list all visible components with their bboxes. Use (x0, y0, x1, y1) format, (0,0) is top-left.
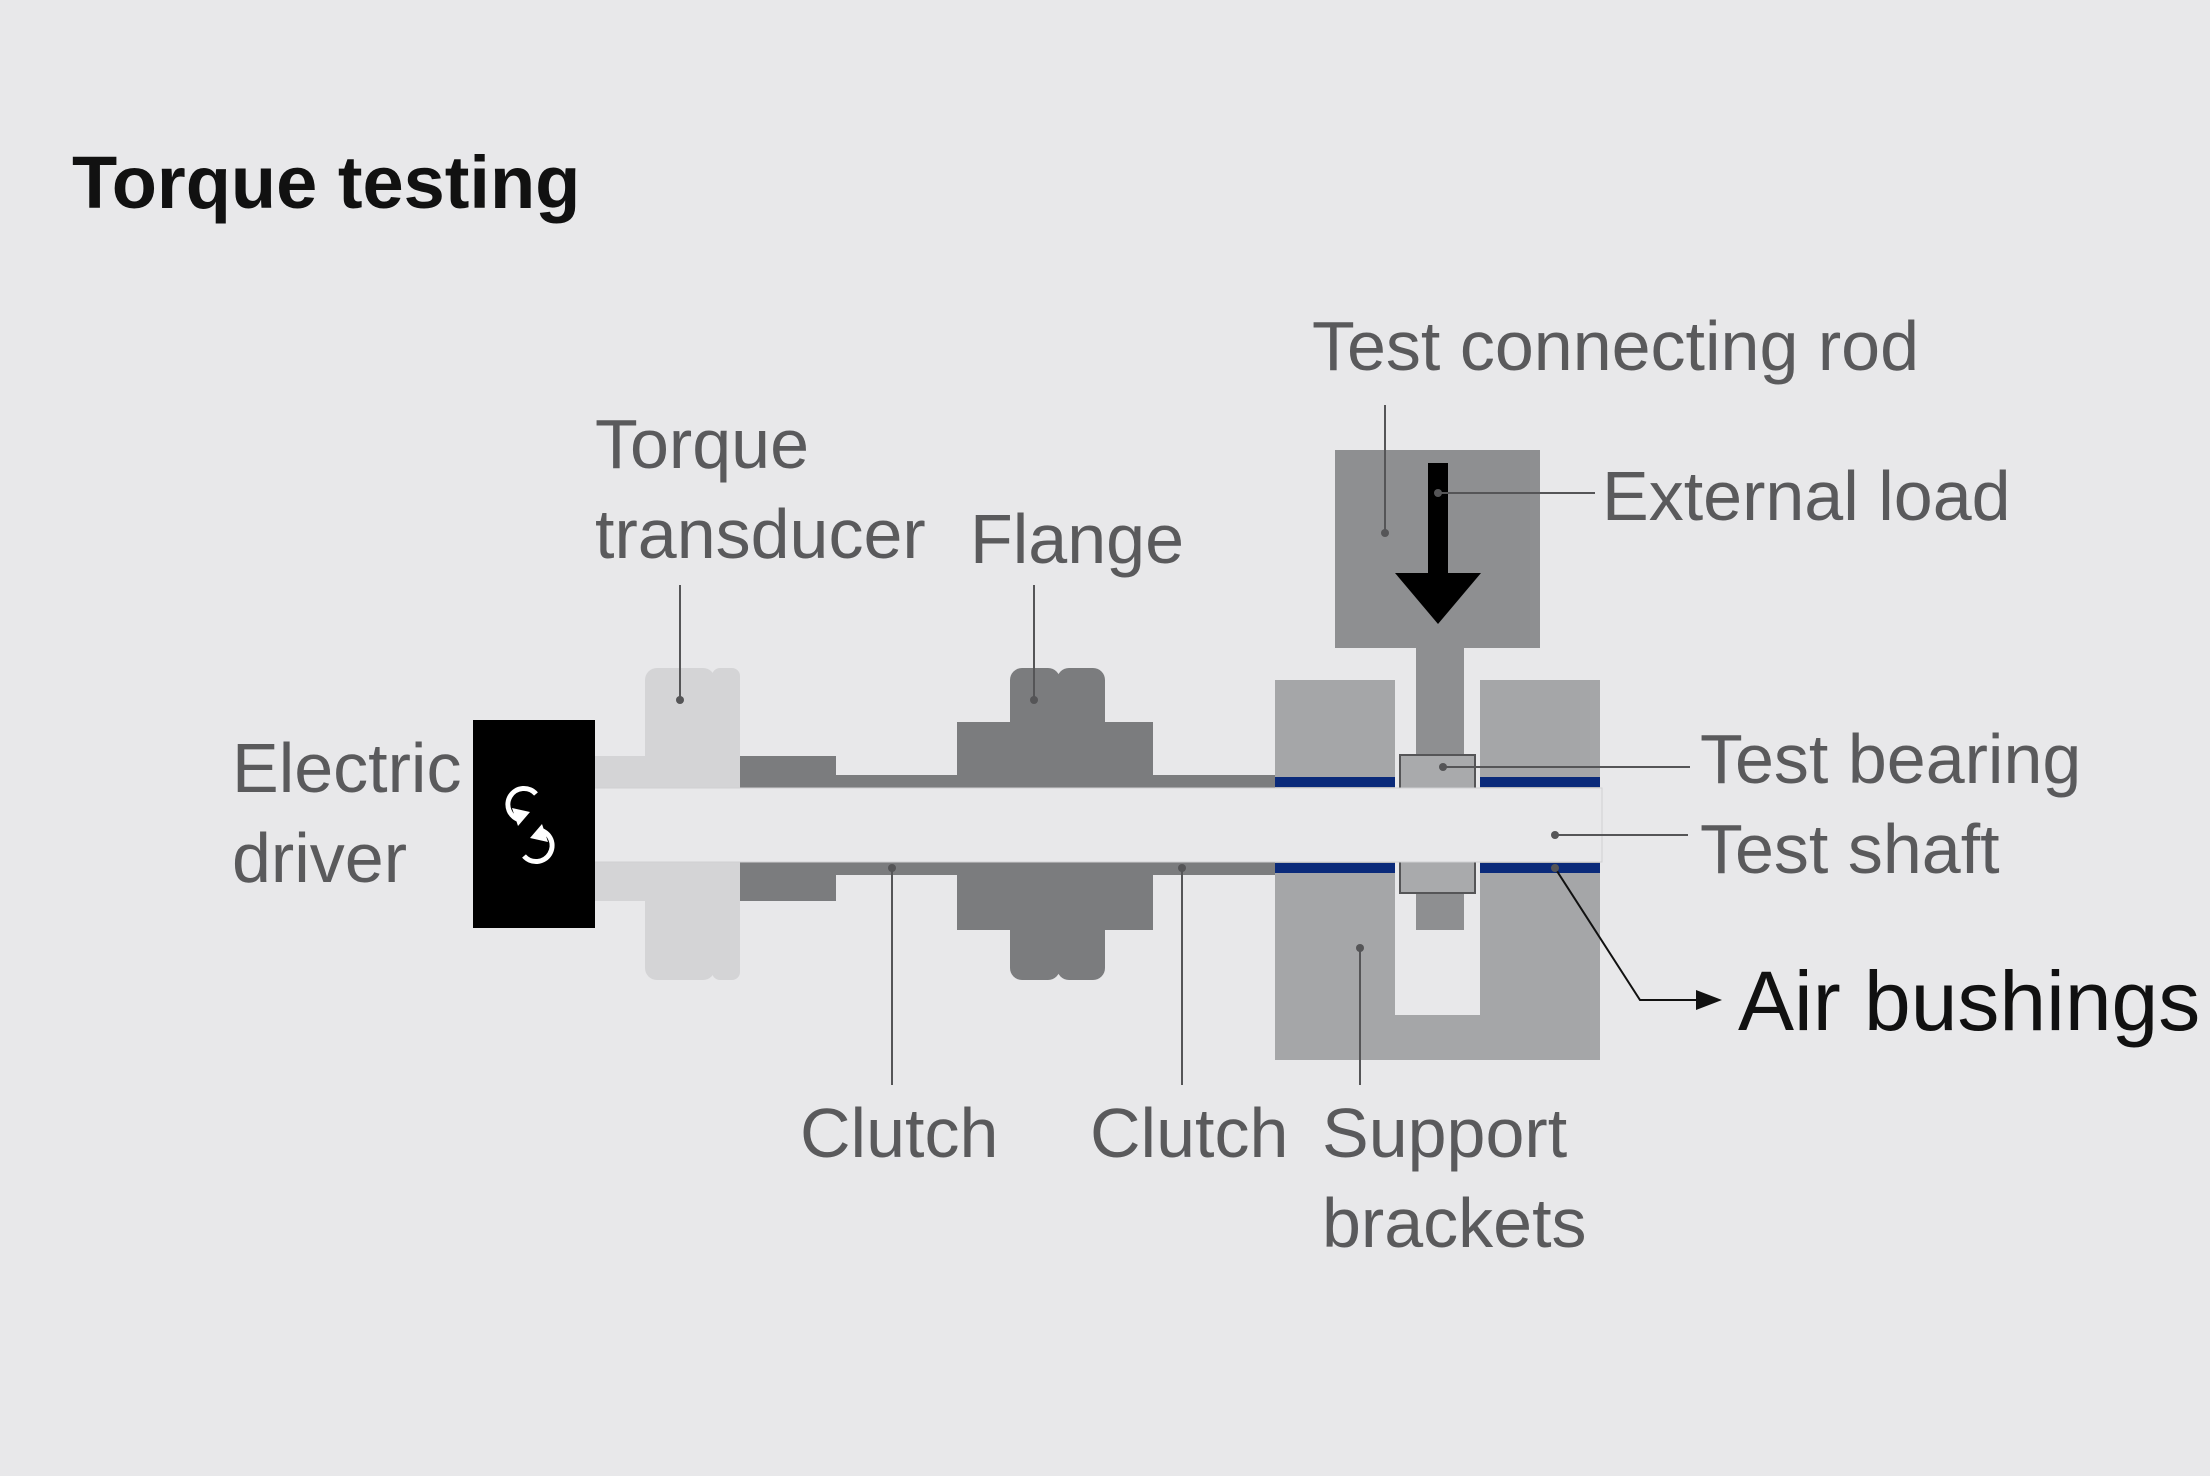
label-electric-driver-line2: driver (232, 819, 407, 897)
support-brackets (1275, 680, 1600, 1060)
air-bushings (1275, 777, 1600, 873)
label-air-bushings: Air bushings (1738, 954, 2200, 1048)
arrow-right-icon (1696, 990, 1722, 1010)
label-clutch-right: Clutch (1090, 1094, 1288, 1172)
label-test-shaft: Test shaft (1700, 810, 2000, 888)
leader-lines (676, 405, 1700, 1085)
label-support-brackets-line2: brackets (1322, 1184, 1587, 1262)
rotation-arrows-icon (505, 786, 555, 864)
electric-driver (473, 720, 595, 928)
label-test-bearing: Test bearing (1700, 720, 2081, 798)
label-torque-transducer-line1: Torque (595, 405, 809, 483)
test-shaft (589, 787, 1603, 863)
label-support-brackets-line1: Support (1322, 1094, 1567, 1172)
down-arrow-icon (1395, 463, 1481, 624)
label-electric-driver-line1: Electric (232, 729, 461, 807)
label-torque-transducer-line2: transducer (595, 495, 926, 573)
label-test-connecting-rod: Test connecting rod (1312, 307, 1919, 385)
diagram-title: Torque testing (72, 141, 580, 224)
label-external-load: External load (1602, 457, 2011, 535)
label-flange: Flange (970, 500, 1184, 578)
label-clutch-left: Clutch (800, 1094, 998, 1172)
